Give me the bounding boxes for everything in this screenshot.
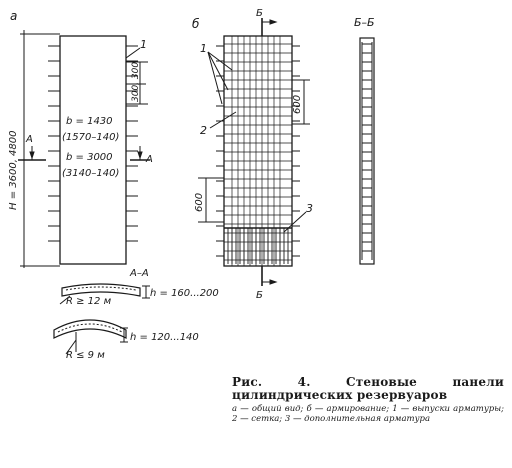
cut-a-right-label: А xyxy=(145,154,153,165)
figure-caption: Рис. 4. Стеновые панели цилиндрических р… xyxy=(232,375,504,425)
dim-600-upper: 600 xyxy=(292,95,303,114)
rebar-mesh xyxy=(216,36,300,266)
section-aa-curved xyxy=(53,319,128,355)
section-aa-label: А–А xyxy=(129,268,149,279)
rebar-outlets-right xyxy=(126,45,138,242)
height-dimension: H = 3600, 4800 xyxy=(8,130,19,210)
caption-title: Рис. 4. Стеновые панели цилиндрических р… xyxy=(232,375,504,402)
view-bb-label: Б–Б xyxy=(354,16,375,29)
section-bb xyxy=(359,37,375,265)
rebar-outlets-left xyxy=(48,45,60,242)
radius-2: R ≤ 9 м xyxy=(66,350,105,361)
width-b1: b = 1430 xyxy=(66,116,113,127)
spacing-dimension: 300, 300 xyxy=(131,62,141,102)
section-bb-ties xyxy=(362,43,372,252)
callout-1-b: 1 xyxy=(200,42,207,55)
width-b2: b = 3000 xyxy=(66,152,113,163)
width-b2-sub: (3140–140) xyxy=(62,168,119,179)
view-b-label: б xyxy=(192,17,200,31)
additional-reinforcement xyxy=(224,227,292,264)
panel-b-reinforcement xyxy=(198,18,310,286)
cut-a-left-label: А xyxy=(25,134,33,145)
thickness-2: h = 120...140 xyxy=(130,332,199,343)
callout-3: 3 xyxy=(306,202,313,215)
section-aa-flat xyxy=(59,283,150,305)
thickness-1: h = 160...200 xyxy=(150,288,219,299)
cut-b-bottom-label: Б xyxy=(256,290,263,301)
width-b1-sub: (1570–140) xyxy=(62,132,119,143)
cut-b-top-label: Б xyxy=(256,8,263,19)
callout-1-a: 1 xyxy=(140,38,147,51)
caption-legend: а — общий вид; б — армирование; 1 — выпу… xyxy=(232,404,504,424)
panel-b-outline xyxy=(223,35,293,267)
view-a-label: а xyxy=(10,9,17,23)
radius-1: R ≥ 12 м xyxy=(66,296,112,307)
dim-600-lower: 600 xyxy=(194,193,205,212)
panel-a-general-view xyxy=(18,30,150,268)
panel-a-outline xyxy=(59,35,127,265)
callout-2: 2 xyxy=(200,124,207,137)
